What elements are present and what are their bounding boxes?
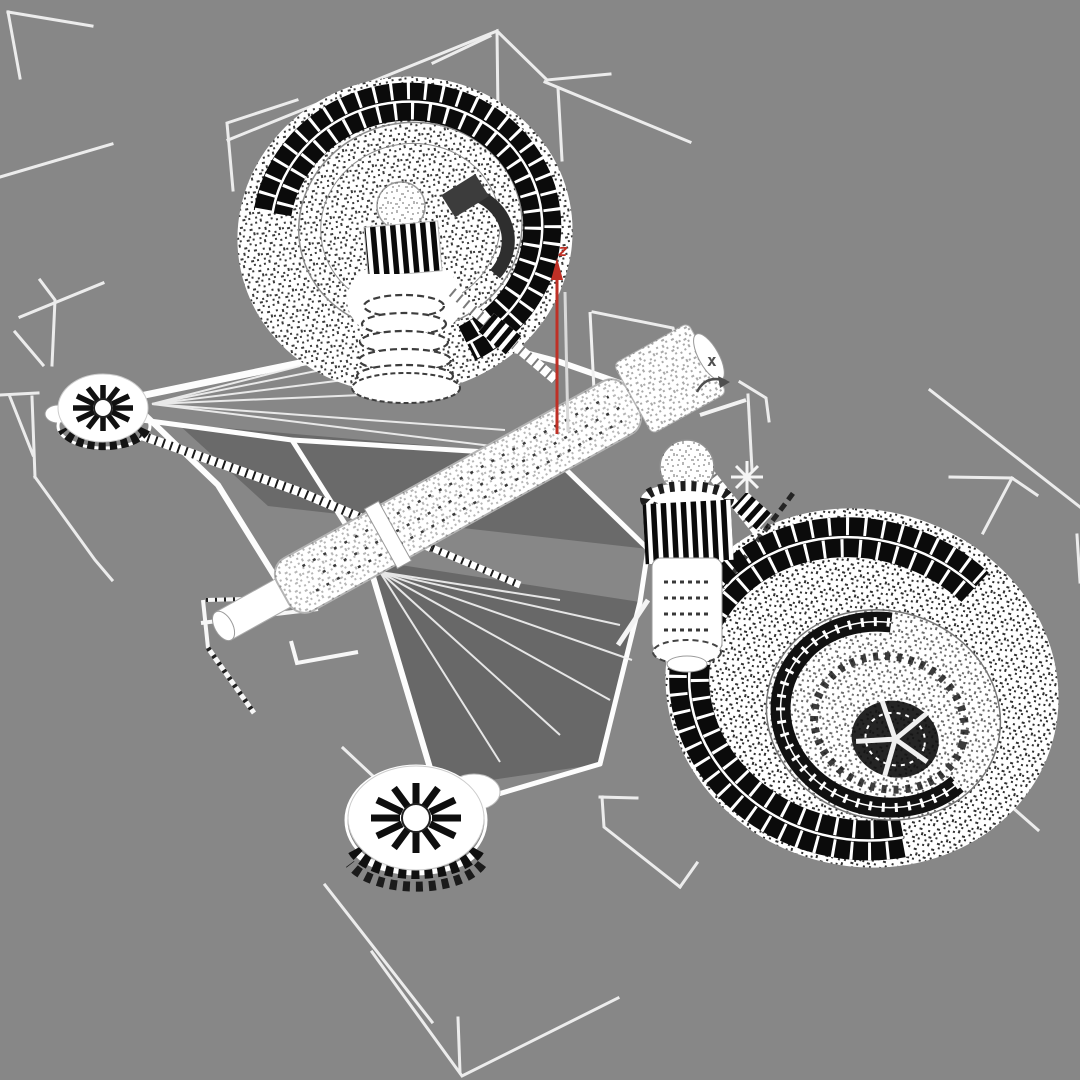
rim-bead-band xyxy=(770,611,964,818)
front-right-wheel[interactable] xyxy=(623,462,1080,913)
wireframe-fan-lines xyxy=(151,339,633,763)
wheel-hub xyxy=(851,700,939,778)
lower-arm-shaded-panel xyxy=(368,560,640,788)
gizmo-backing-line xyxy=(563,291,570,433)
right-shock-absorber[interactable] xyxy=(615,439,734,673)
frame-post xyxy=(588,311,596,391)
left-strut-assembly[interactable] xyxy=(347,181,463,404)
tire-tread-band xyxy=(253,82,562,361)
hub-window xyxy=(441,174,489,218)
z-axis-arrowhead xyxy=(551,258,563,280)
x-axis-label: x xyxy=(707,351,717,370)
tire-seam xyxy=(720,491,795,590)
left-axle-shaft[interactable] xyxy=(448,288,560,384)
left-control-arm-bushing[interactable] xyxy=(44,373,152,451)
lower-control-arm-bushing[interactable] xyxy=(344,764,501,892)
steering-rack[interactable] xyxy=(196,317,737,665)
x-axis-arrowhead xyxy=(718,376,730,388)
bounding-box-brackets xyxy=(0,10,1080,1078)
u-joint-star xyxy=(731,461,763,493)
z-axis-label: z xyxy=(558,241,568,260)
axis-gizmo: z x xyxy=(551,241,730,434)
